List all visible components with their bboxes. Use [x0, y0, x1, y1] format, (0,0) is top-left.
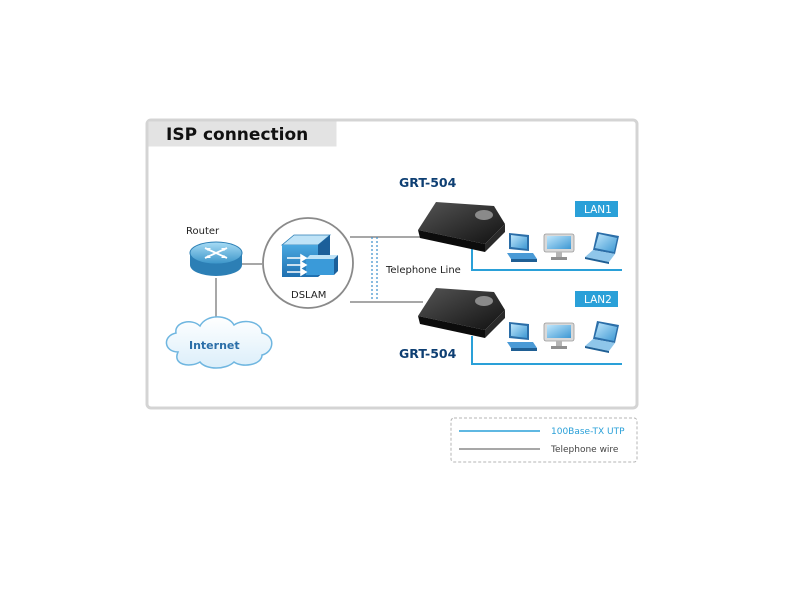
modem-top: GRT-504 [399, 175, 505, 252]
title-tab [148, 121, 337, 147]
laptop-computer-icon [585, 321, 619, 353]
dslam-label: DSLAM [291, 290, 326, 301]
laptop-computer-icon [585, 232, 619, 264]
imac-computer-icon [543, 322, 575, 349]
desktop-computer-icon [507, 233, 537, 262]
lan1-badge: LAN1 [575, 201, 618, 217]
modem-top-logo [475, 210, 493, 220]
utp-wires [471, 246, 622, 365]
lan2-computers [507, 321, 619, 353]
modem-bottom-label: GRT-504 [399, 346, 457, 361]
internet-label: Internet [189, 339, 240, 352]
utp-legend-label: 100Base-TX UTP [551, 427, 625, 437]
modem-top-label: GRT-504 [399, 175, 457, 190]
router: Router [186, 226, 243, 276]
telephone-line-label: Telephone Line [385, 265, 461, 276]
dslam: DSLAM [262, 217, 354, 309]
desktop-computer-icon [507, 322, 537, 351]
modem-bottom-logo [475, 296, 493, 306]
dslam-arrows-icon [287, 253, 308, 277]
panel-title: ISP connection [166, 125, 308, 145]
lan2-badge: LAN2 [575, 291, 618, 307]
internet-cloud: Internet [165, 316, 273, 369]
lan1-utp-wire [471, 246, 622, 271]
legend-box: 100Base-TX UTP Telephone wire [450, 417, 638, 463]
modem-bottom: GRT-504 [399, 288, 505, 361]
lan1-computers [507, 232, 619, 264]
lan1-label: LAN1 [584, 204, 612, 216]
telephone-legend-label: Telephone wire [550, 445, 619, 455]
router-label: Router [186, 226, 220, 237]
lan2-utp-wire [471, 336, 622, 365]
lan2-label: LAN2 [584, 294, 612, 306]
imac-computer-icon [543, 233, 575, 260]
telephone-line-marker [371, 237, 378, 300]
